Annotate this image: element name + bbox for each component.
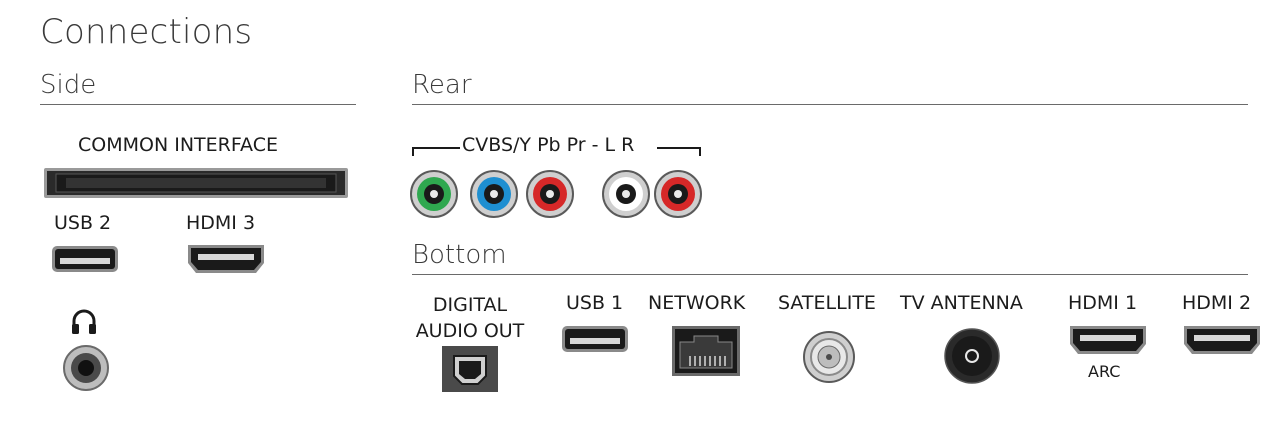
rca-jack-blue[interactable] xyxy=(470,170,518,218)
page-title: Connections xyxy=(40,12,253,52)
digital-audio-out-line2: AUDIO OUT xyxy=(415,320,525,342)
hdmi3-port[interactable] xyxy=(186,243,266,275)
hdmi3-label: HDMI 3 xyxy=(186,212,256,234)
tv-antenna-label: TV ANTENNA xyxy=(900,292,1023,314)
bottom-divider xyxy=(412,274,1248,275)
digital-audio-out-line1: DIGITAL xyxy=(432,294,508,316)
common-interface-label: COMMON INTERFACE xyxy=(78,134,278,156)
rear-heading: Rear xyxy=(412,70,472,100)
headphone-jack[interactable] xyxy=(62,344,110,392)
hdmi2-port[interactable] xyxy=(1182,324,1262,356)
rca-jack-green[interactable] xyxy=(410,170,458,218)
network-label: NETWORK xyxy=(648,292,746,314)
bottom-heading: Bottom xyxy=(412,240,507,270)
digital-audio-out-label: DIGITAL AUDIO OUT xyxy=(400,292,540,344)
hdmi2-label: HDMI 2 xyxy=(1182,292,1252,314)
side-divider xyxy=(40,104,356,105)
usb1-label: USB 1 xyxy=(566,292,624,314)
rca-jack-white-l[interactable] xyxy=(602,170,650,218)
hdmi1-port[interactable] xyxy=(1068,324,1148,356)
satellite-port[interactable] xyxy=(802,330,856,384)
usb2-port[interactable] xyxy=(52,246,118,272)
rca-jack-red-pr[interactable] xyxy=(526,170,574,218)
cvbs-label: CVBS/Y Pb Pr - L R xyxy=(462,134,635,156)
rear-rca-jacks xyxy=(410,170,702,218)
usb1-port[interactable] xyxy=(562,326,628,352)
hdmi1-label: HDMI 1 xyxy=(1068,292,1138,314)
side-heading: Side xyxy=(40,70,97,100)
rca-jack-red-r[interactable] xyxy=(654,170,702,218)
tv-antenna-port[interactable] xyxy=(944,328,1000,384)
network-port[interactable] xyxy=(672,326,740,376)
common-interface-slot[interactable] xyxy=(44,168,348,198)
optical-port[interactable] xyxy=(442,346,498,392)
headphone-icon xyxy=(72,309,96,334)
satellite-label: SATELLITE xyxy=(778,292,876,314)
cvbs-bracket xyxy=(412,147,701,156)
rear-divider xyxy=(412,104,1248,105)
hdmi1-arc-label: ARC xyxy=(1088,362,1121,381)
usb2-label: USB 2 xyxy=(54,212,112,234)
